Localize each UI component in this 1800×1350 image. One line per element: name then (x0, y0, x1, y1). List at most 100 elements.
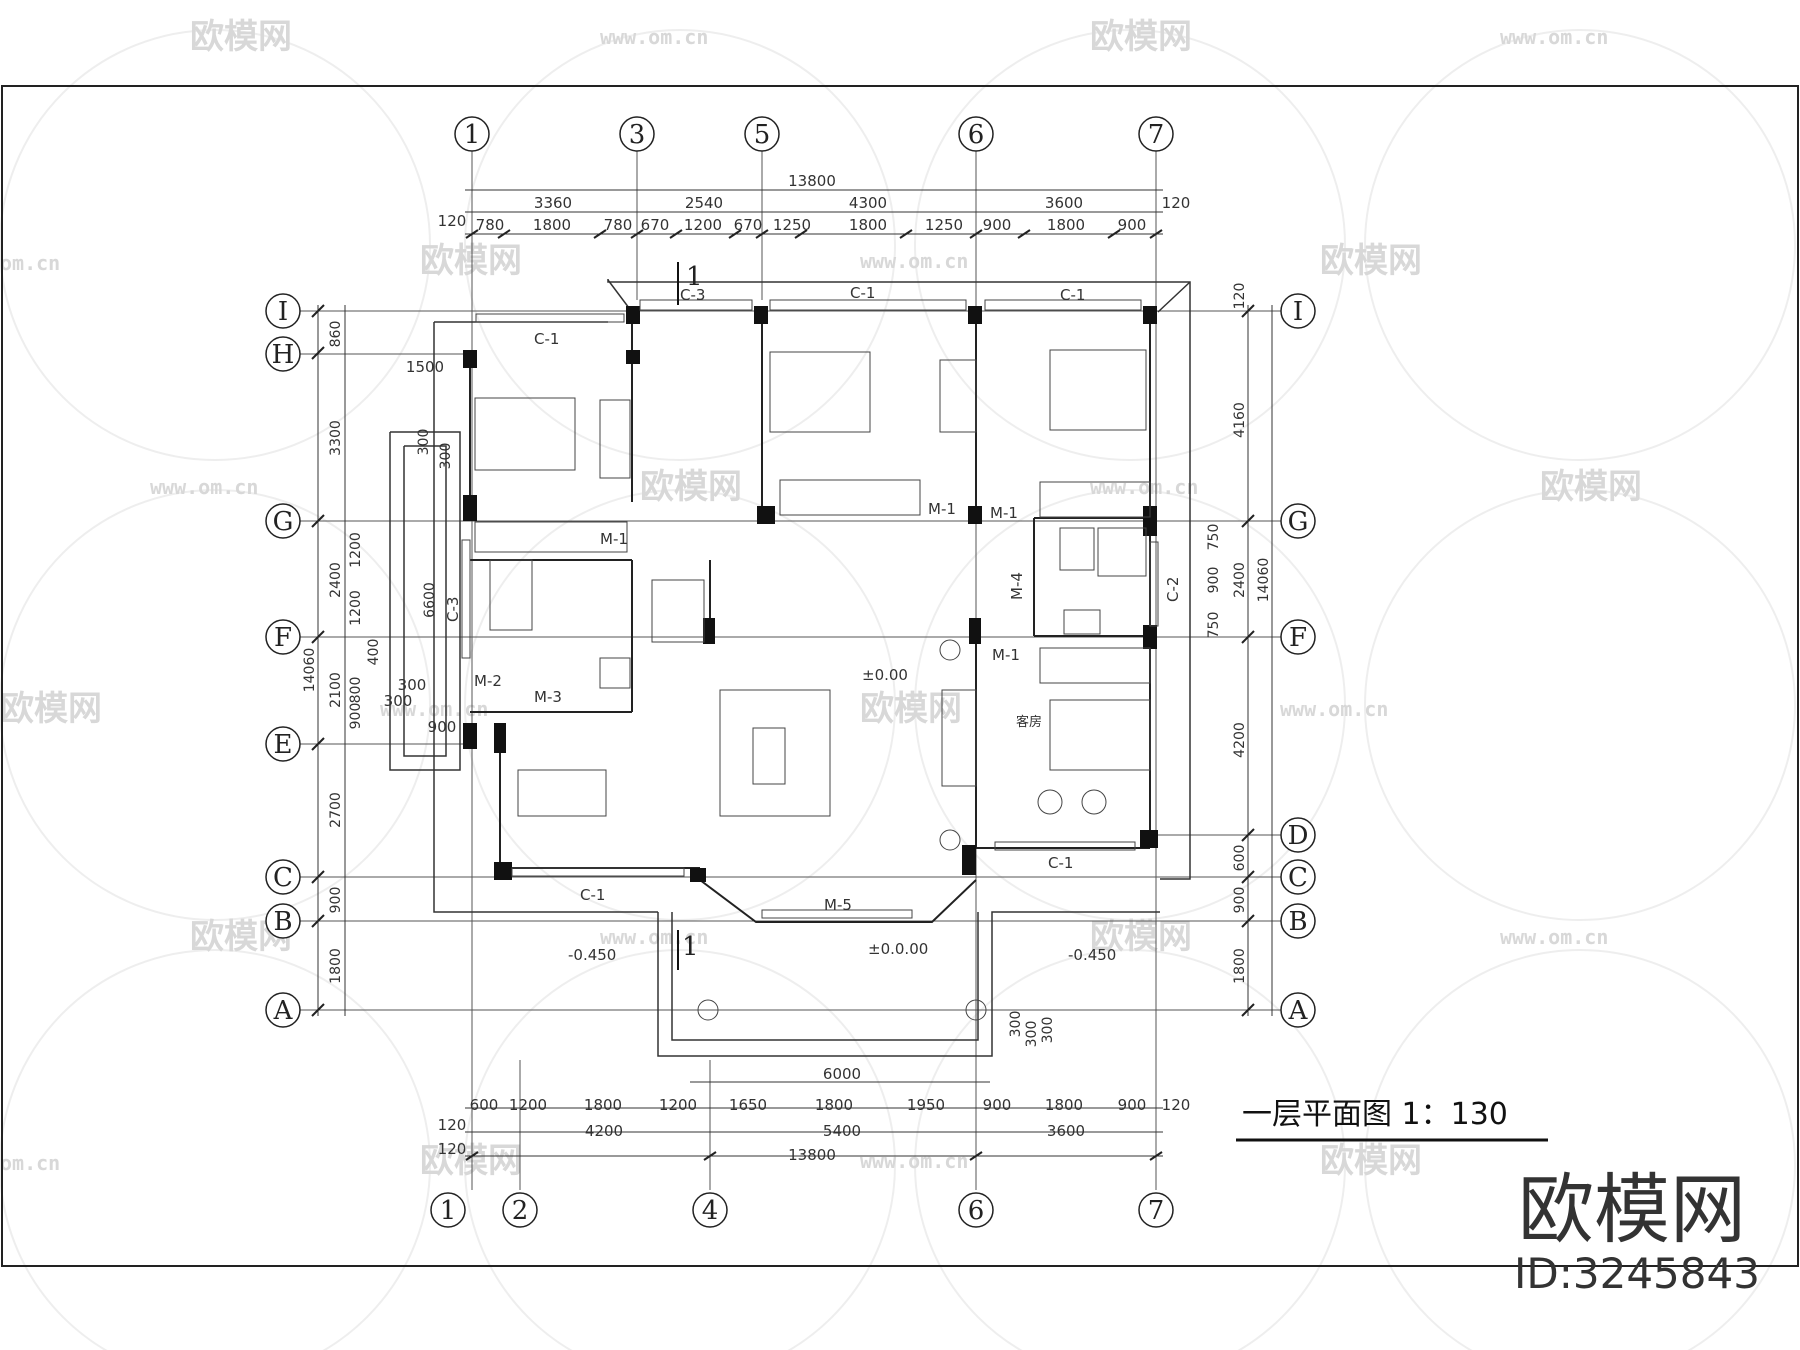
dim-text: 4200 (585, 1122, 623, 1140)
dim-text: 400 (366, 639, 382, 666)
dim-text: 1950 (907, 1096, 945, 1114)
watermark: www.om.cn (860, 249, 968, 273)
watermark: www.om.cn (1500, 925, 1608, 949)
level-mark: ±0.00 (862, 666, 908, 684)
dim-text: 2540 (685, 194, 723, 212)
dim-text: 6600 (422, 582, 438, 618)
windows (461, 299, 1159, 919)
dim-text: 1800 (533, 216, 571, 234)
sheet-frame (1, 85, 1799, 1267)
dim-text: 1800 (328, 948, 344, 984)
dim-text: 750 (1206, 612, 1222, 639)
dim-text: 3600 (1047, 1122, 1085, 1140)
building-outline (389, 279, 1191, 1057)
axis-label-top: 6 (968, 120, 985, 150)
dim-text: 800 (348, 677, 364, 704)
dimension-lines (317, 189, 1273, 1157)
dim-text: 900 (328, 887, 344, 914)
watermark: 欧模网 (0, 689, 102, 729)
dim-text: 300 (398, 676, 427, 694)
dim-text: 120 (1162, 194, 1191, 212)
dim-text: 780 (476, 216, 505, 234)
dim-text: 2700 (328, 792, 344, 828)
dim-text: 670 (734, 216, 763, 234)
window-label: C-1 (1060, 286, 1085, 304)
dim-text: 900 (428, 718, 457, 736)
dim-text: 120 (1232, 283, 1248, 310)
dim-text: 900 (1232, 887, 1248, 914)
columns[interactable] (463, 306, 1158, 882)
axis-label-bottom: 7 (1148, 1196, 1165, 1226)
door-label: M-4 (1008, 572, 1026, 600)
dimension-ticks (311, 229, 1255, 1161)
dim-text: 1500 (406, 358, 444, 376)
dim-total-left: 14060 (302, 648, 318, 693)
axis-label-left: E (274, 730, 293, 760)
dim-text: 1800 (849, 216, 887, 234)
bottom-dimensions: 6000 120 600 1200 1800 1200 1650 1800 19… (438, 1065, 1191, 1164)
section-mark: 1 (686, 262, 703, 292)
watermark-layer: 欧模网 www.om.cn 欧模网 www.om.cn om.cn 欧模网 ww… (0, 17, 1796, 1350)
dim-text: 3360 (534, 194, 572, 212)
dim-text: 120 (438, 212, 467, 230)
level-mark: -0.450 (568, 946, 616, 964)
dim-text: 1200 (348, 590, 364, 626)
dim-text: 4300 (849, 194, 887, 212)
axis-label-left: H (272, 340, 295, 370)
watermark: om.cn (0, 1151, 60, 1175)
dim-text: 3600 (1045, 194, 1083, 212)
watermark: 欧模网 (1090, 17, 1192, 57)
door-label: M-5 (824, 896, 852, 914)
axis-label-right: D (1288, 821, 1309, 851)
watermark: 欧模网 (1540, 467, 1642, 507)
plan-labels: 1 1 C-3 C-1 C-1 C-1 C-1 C-1 C-3 C-2 M-1 … (444, 262, 1182, 970)
axis-label-bottom: 2 (512, 1196, 529, 1226)
axis-label-right: I (1293, 297, 1303, 327)
dim-text: 900 (983, 1096, 1012, 1114)
axis-label-left: B (273, 907, 292, 937)
axis-label-right: F (1289, 623, 1307, 653)
interior-walls (469, 310, 1151, 923)
dim-text: 300 (1024, 1021, 1040, 1048)
axis-label-left: C (273, 863, 293, 893)
dim-text: 1200 (684, 216, 722, 234)
dim-text: 2100 (328, 672, 344, 708)
dim-text: 300 (1008, 1011, 1024, 1038)
dim-text: 1800 (584, 1096, 622, 1114)
watermark: 欧模网 (420, 1141, 522, 1181)
axis-label-top: 1 (464, 120, 481, 150)
watermark: www.om.cn (600, 925, 708, 949)
watermark: www.om.cn (1090, 475, 1198, 499)
axis-label-top: 3 (629, 120, 646, 150)
axis-label-left: G (273, 507, 294, 537)
dim-text: 120 (438, 1140, 467, 1158)
watermark: 欧模网 (1320, 241, 1422, 281)
axis-label-top: 7 (1148, 120, 1165, 150)
dim-text: 670 (641, 216, 670, 234)
dim-text: 1800 (815, 1096, 853, 1114)
dim-text: 1250 (925, 216, 963, 234)
dim-text: 300 (384, 692, 413, 710)
dim-text: 300 (438, 443, 454, 470)
watermark: 欧模网 (640, 467, 742, 507)
dim-text: 2400 (1232, 562, 1248, 598)
watermark: www.om.cn (1280, 697, 1388, 721)
dim-text: 120 (438, 1116, 467, 1134)
dim-text: 900 (348, 703, 364, 730)
watermark: www.om.cn (860, 1149, 968, 1173)
dim-text: 750 (1206, 524, 1222, 551)
window-label: C-3 (444, 597, 462, 622)
watermark: www.om.cn (1500, 25, 1608, 49)
axis-label-bottom: 1 (440, 1196, 457, 1226)
dim-text: 860 (328, 321, 344, 348)
dim-text: 5400 (823, 1122, 861, 1140)
brand-id: ID:3245843 (1514, 1249, 1760, 1298)
watermark: 欧模网 (860, 689, 962, 729)
dim-total-top: 13800 (788, 172, 836, 190)
door-label: M-1 (992, 646, 1020, 664)
dim-text: 1650 (729, 1096, 767, 1114)
watermark: 欧模网 (190, 17, 292, 57)
axis-label-right: B (1288, 907, 1307, 937)
dim-text: 600 (470, 1096, 499, 1114)
